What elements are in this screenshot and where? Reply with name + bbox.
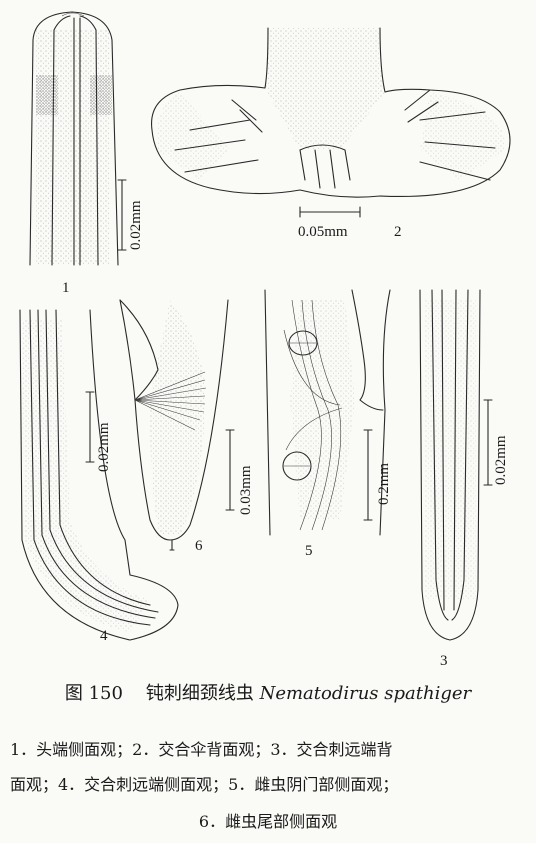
legend-line-3: 6．雌虫尾部侧面观 [198, 812, 338, 831]
figure-title-latin: Nematodirus spathiger [259, 683, 472, 704]
legend-line-2: 面观；4．交合刺远端侧面观；5．雌虫阴门部侧面观； [10, 775, 399, 794]
panel-5-vulva-lateral: 0.2mm 5 [264, 289, 392, 559]
figure-plate: 0.02mm 1 0.05mm 2 0.02mm 3 [19, 11, 511, 669]
panel-3-spicule-dorsal: 0.02mm 3 [419, 289, 509, 669]
panel-6-female-tail: 0.03mm 6 [119, 299, 254, 554]
panel-1-head-lateral: 0.02mm 1 [29, 11, 144, 296]
panel-6-label: 6 [195, 538, 203, 554]
panel-1-label: 1 [62, 280, 70, 296]
panel-2-bursa-dorsal: 0.05mm 2 [151, 27, 511, 240]
panel-4-scale: 0.02mm [96, 422, 112, 472]
panel-5-scale: 0.2mm [376, 463, 392, 505]
panel-3-scale: 0.02mm [493, 435, 509, 485]
panel-2-label: 2 [394, 224, 402, 240]
panel-1-scale: 0.02mm [128, 200, 144, 250]
panel-3-label: 3 [440, 653, 448, 669]
panel-4-label: 4 [100, 628, 108, 644]
panel-6-scale: 0.03mm [238, 465, 254, 515]
figure-title-cn: 钝刺细颈线虫 [145, 683, 254, 704]
figure-caption-title: 图 150 钝刺细颈线虫 Nematodirus spathiger [0, 683, 536, 705]
panel-4-spicule-lateral: 0.02mm 4 [19, 309, 179, 644]
panel-5-label: 5 [305, 543, 313, 559]
figure-number: 图 150 [64, 683, 123, 704]
legend-line-1: 1．头端侧面观；2．交合伞背面观；3．交合刺远端背 [10, 740, 393, 759]
panel-2-scale: 0.05mm [298, 224, 348, 240]
